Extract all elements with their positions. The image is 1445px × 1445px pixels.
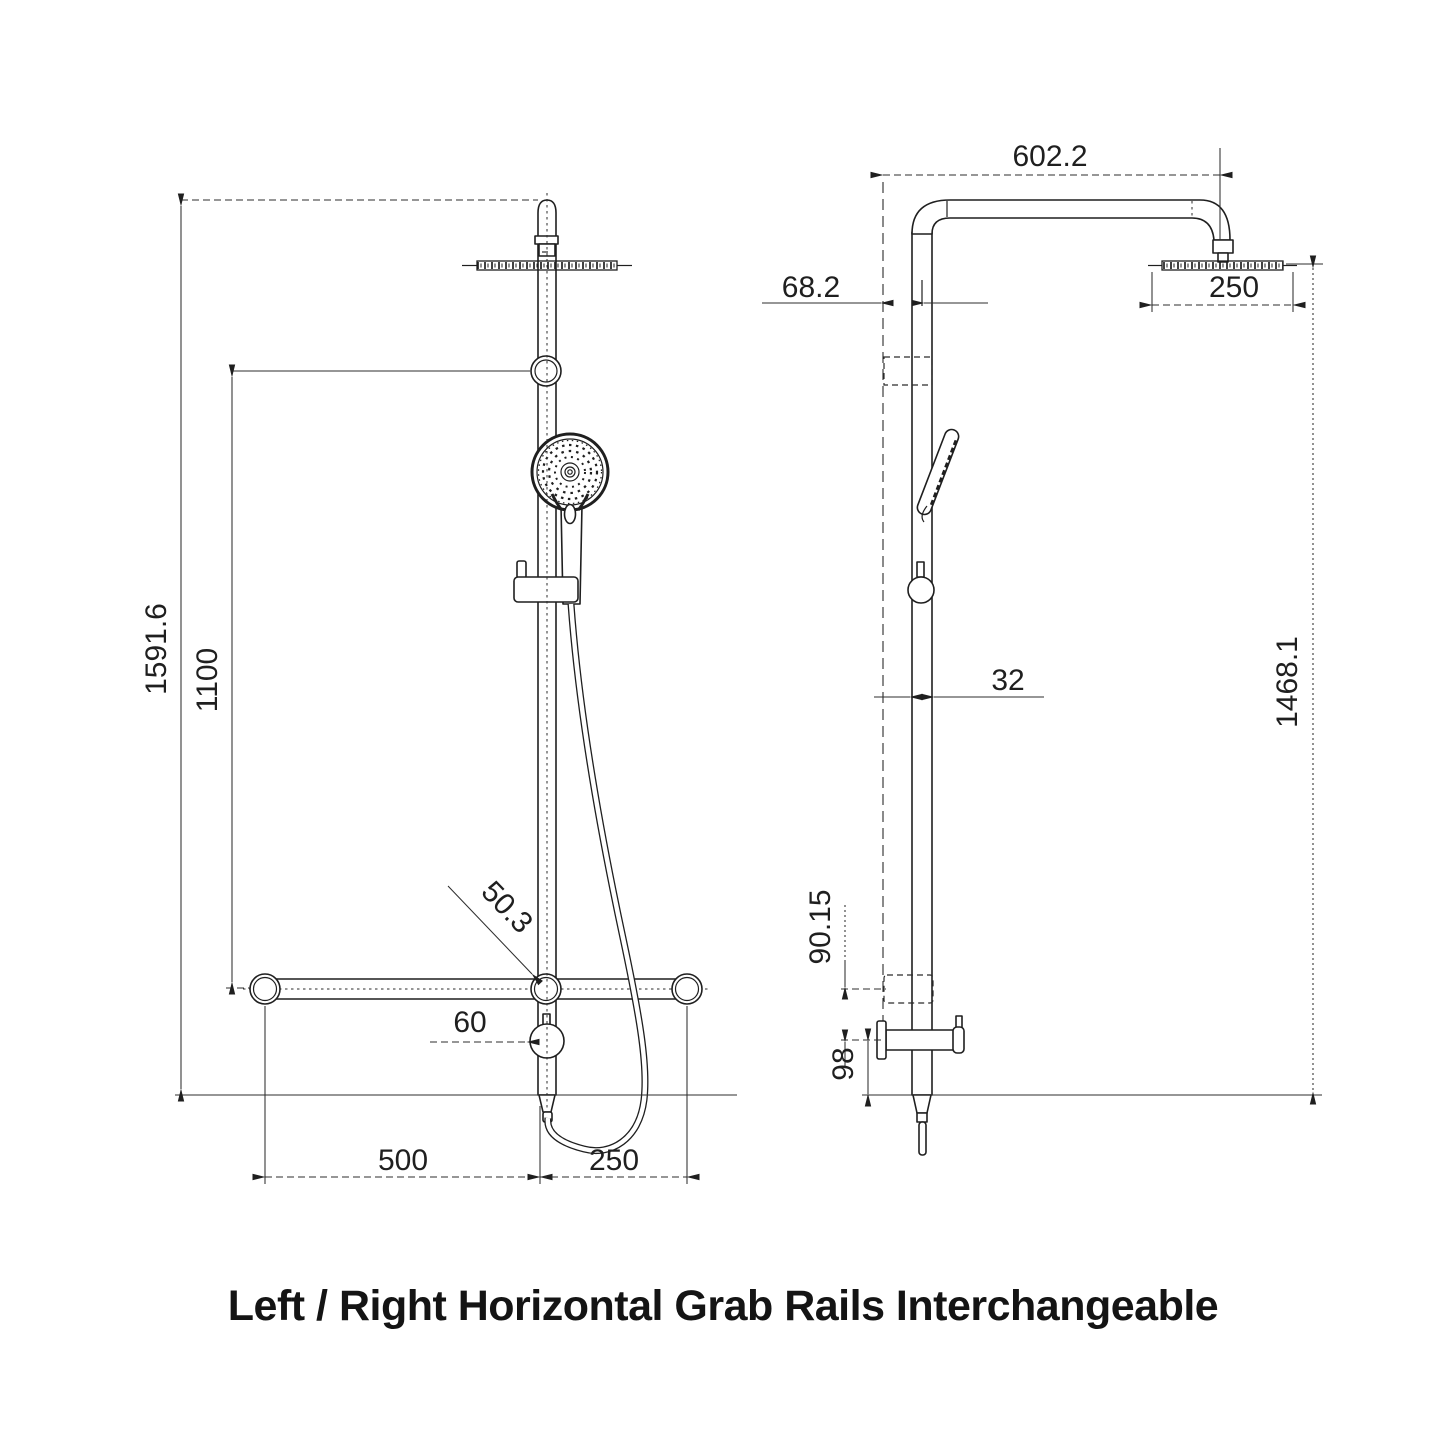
dim-head-width: 250 (1209, 271, 1259, 304)
shower-hose-outline (544, 603, 649, 1155)
head-connector-body (538, 243, 556, 257)
rail-center-joint-inner (533, 976, 559, 1002)
neck-shoulder-left (550, 493, 564, 512)
upper-wall-bracket (883, 356, 933, 386)
upper-pivot-ring-inner (534, 359, 558, 383)
rail-end-cap-left (249, 973, 281, 1005)
rail-end-cap-left-inner (252, 976, 278, 1002)
shower-hose-core (545, 603, 648, 1153)
front-dimensions: 1591.6 1100 50.3 60 500 250 (140, 193, 737, 1184)
holder-hook (516, 560, 527, 579)
outlet-taper-side (912, 1094, 932, 1114)
front-view (243, 193, 708, 1155)
grab-rail-side (876, 1015, 965, 1060)
head-nut (1212, 239, 1234, 254)
rail-center-joint (530, 973, 562, 1005)
overhead-arm (911, 199, 1231, 241)
face-center-ring (560, 462, 580, 482)
outlet-spigot (918, 1121, 927, 1156)
dim-arm-reach: 602.2 (1012, 140, 1087, 173)
dim-rail-left-span: 500 (378, 1144, 428, 1177)
rail-end-cap-right (671, 973, 703, 1005)
drawing-caption: Left / Right Horizontal Grab Rails Inter… (228, 1282, 1218, 1330)
rail-end-cap-right-inner (674, 976, 700, 1002)
dim-rail-offset: 50.3 (475, 875, 539, 940)
riser-pipe (537, 199, 557, 1096)
dim-rail-to-outlet: 98 (827, 1047, 860, 1080)
rail-offset-leader (447, 885, 543, 986)
dim-bracket-spacing: 90.15 (804, 889, 837, 964)
dim-head-to-outlet-height: 1468.1 (1271, 636, 1304, 728)
riser-pipe-side (911, 231, 933, 1096)
nozzle-ring-2 (547, 449, 593, 495)
mode-button (563, 503, 577, 525)
dim-rail-center-height: 1100 (191, 648, 224, 713)
holder-bracket (513, 576, 579, 603)
dim-overall-height: 1591.6 (140, 603, 173, 695)
face-center-dot (567, 469, 573, 475)
dim-pipe-diameter: 32 (991, 664, 1024, 697)
dim-diverter-offset: 60 (453, 1006, 486, 1039)
face-center-ring-2 (564, 466, 576, 478)
lower-wall-bracket (883, 974, 934, 1004)
grab-rail-side-tube (885, 1029, 955, 1051)
outlet-nub-side (916, 1112, 928, 1123)
neck-shoulder-right (576, 493, 590, 512)
nozzle-ring-outer (537, 439, 603, 505)
hand-shower-side-face (928, 439, 958, 509)
nozzle-ring-1 (541, 443, 599, 501)
nozzle-ring-3 (554, 456, 586, 488)
hand-shower (513, 432, 610, 605)
rain-head-side (1161, 260, 1284, 271)
diverter-knob-side (907, 576, 935, 604)
dim-wall-offset: 68.2 (782, 271, 840, 304)
diverter-stem-side (916, 561, 925, 578)
side-view (876, 182, 1297, 1156)
hand-shower-side-clip (921, 505, 928, 523)
outlet-taper (538, 1094, 556, 1113)
side-dimensions: 602.2 68.2 250 32 1468.1 90.15 98 (762, 140, 1323, 1107)
dim-rail-right-span: 250 (589, 1144, 639, 1177)
grab-rail-end-knob (952, 1026, 965, 1054)
